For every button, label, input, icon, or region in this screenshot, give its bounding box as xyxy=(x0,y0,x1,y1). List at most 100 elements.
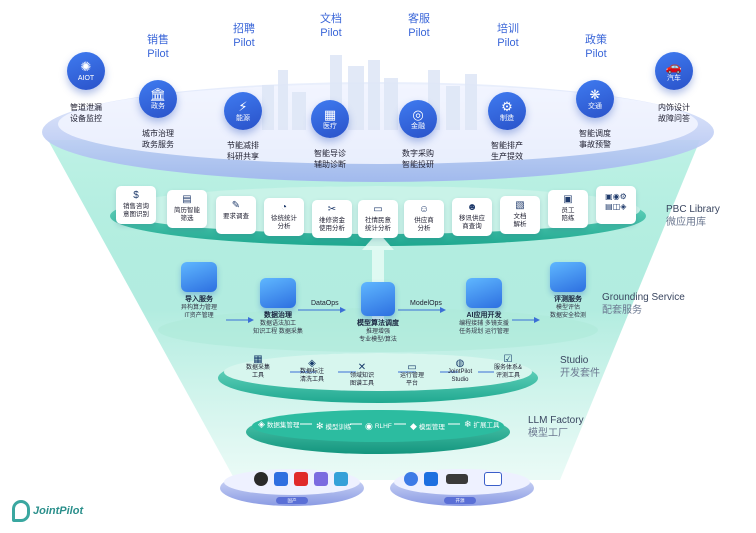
car-icon[interactable]: 🚗汽车 xyxy=(655,52,693,90)
import-service[interactable]: 导入服务 异构算力管理 IT资产管理 xyxy=(163,262,235,320)
pbc-card[interactable]: ▧文档 解析 xyxy=(500,196,540,234)
studio-item[interactable]: ☑服务体系& 评测工具 xyxy=(488,354,528,380)
layers-icon: ◈ xyxy=(258,418,265,429)
data-icon: ▦ xyxy=(253,354,263,365)
pbc-card[interactable]: $销售咨询 意图识别 xyxy=(116,186,156,224)
supplier-icon: ☺ xyxy=(418,204,430,215)
document-icon: ▧ xyxy=(515,200,525,211)
resume-icon: ▤ xyxy=(182,194,192,205)
studio-item[interactable]: ◈数据标注 清洗工具 xyxy=(292,358,332,384)
survey-icon: ✎ xyxy=(231,200,241,211)
flow-arrows xyxy=(226,307,540,425)
model-scheduling-icon xyxy=(361,282,395,316)
pbc-card[interactable]: ☻移讯供应 商查询 xyxy=(452,198,492,236)
vendor-logo xyxy=(404,472,418,486)
extend-icon: ❄ xyxy=(464,418,472,429)
vendor-logo xyxy=(294,472,308,486)
vendor-logo xyxy=(424,472,438,486)
llm-item[interactable]: ◈数据集管理 xyxy=(258,418,300,430)
studio-item[interactable]: ◍JointPilot Studio xyxy=(440,358,480,384)
ai-app-dev-service[interactable]: AI应用开发 编程接辅 多镜支援 任务规划 运行管理 xyxy=(444,278,524,336)
tools-icon: ✂ xyxy=(327,204,337,215)
llm-item[interactable]: ✻模型训练 xyxy=(316,420,352,432)
brand-mark-icon xyxy=(12,500,30,522)
vendor-logo xyxy=(446,474,468,484)
pbc-card[interactable]: ▣员工 陪练 xyxy=(548,190,588,228)
finance-caption: 数字采购 智能投研 xyxy=(402,149,434,169)
studio-item[interactable]: ▦数据采集 工具 xyxy=(238,354,278,380)
pbc-card[interactable]: ▤简历智能 筛选 xyxy=(167,190,207,228)
service-pilot-label: 客服 Pilot xyxy=(408,13,430,39)
vendor-logo xyxy=(334,472,348,486)
hospital-caption: 智能导诊 辅助诊断 xyxy=(314,149,346,169)
data-governance-service[interactable]: 数据治理 数据语法加工 知识工程 数据采集 xyxy=(240,278,316,336)
import-icon xyxy=(181,262,217,292)
train-icon: ✻ xyxy=(316,420,324,431)
pbc-card[interactable]: ✎要求调查 xyxy=(216,196,256,234)
domestic-pill: 国产 xyxy=(276,497,308,504)
energy-icon[interactable]: ⚡能源 xyxy=(224,92,262,130)
evaluate-icon: ☑ xyxy=(503,354,513,365)
pbc-card[interactable]: ▭社情民意 统计分析 xyxy=(358,200,398,238)
studio-icon: ◍ xyxy=(455,358,465,369)
government-icon[interactable]: 🏛政务 xyxy=(139,80,177,118)
government-caption: 城市治理 政务服务 xyxy=(142,129,174,149)
modelops-label: ModelOps xyxy=(410,300,442,307)
central-arrow xyxy=(362,232,394,320)
traffic-icon[interactable]: ❋交通 xyxy=(576,80,614,118)
pbc-card[interactable]: ☺供应商 分析 xyxy=(404,200,444,238)
aiot-caption: 管道泄漏 设备监控 xyxy=(70,103,102,123)
vendor-logo xyxy=(484,472,502,486)
coach-icon: ▣ xyxy=(563,194,573,205)
opensource-pill: 开源 xyxy=(444,497,476,504)
model-scheduling-service[interactable]: 模型算法调度 推理增强 专业模型/算法 xyxy=(342,282,414,344)
evaluation-icon xyxy=(550,262,586,292)
sales-pilot-label: 销售 Pilot xyxy=(147,34,169,60)
llm-item[interactable]: ◉RLHF xyxy=(365,420,392,431)
vendor-logo xyxy=(254,472,268,486)
vendor-logo xyxy=(274,472,288,486)
model-icon: ◆ xyxy=(410,420,417,431)
vendor-logo xyxy=(314,472,328,486)
data-governance-icon xyxy=(260,278,296,308)
studio-item[interactable]: ✕领域知识 图谱工具 xyxy=(342,362,382,388)
studio-item[interactable]: ▭运行管理 平台 xyxy=(392,362,432,388)
training-pilot-label: 培训 Pilot xyxy=(497,23,519,49)
llm-item[interactable]: ◆模型管理 xyxy=(410,420,445,432)
dollar-icon: $ xyxy=(133,190,139,201)
car-caption: 内饰设计 故障问答 xyxy=(658,103,690,123)
more-apps-icon: ▣◉⚙▤◫◈ xyxy=(605,192,627,211)
llm-item[interactable]: ❄扩展工具 xyxy=(464,418,500,430)
monitor-icon: ▭ xyxy=(407,362,417,373)
brand-logo: JointPilot xyxy=(12,500,83,522)
brain-icon: ◉ xyxy=(365,420,373,431)
pbc-more-card[interactable]: ▣◉⚙▤◫◈ xyxy=(596,186,636,224)
finance-icon[interactable]: ◎金融 xyxy=(399,100,437,138)
evaluation-service[interactable]: 评测服务 模型评估 数据安全检测 xyxy=(532,262,604,320)
ai-app-dev-icon xyxy=(466,278,502,308)
policy-pilot-label: 政策 Pilot xyxy=(585,34,607,60)
dataops-label: DataOps xyxy=(311,300,339,307)
graph-icon: ✕ xyxy=(357,362,367,373)
hiring-pilot-label: 招聘 Pilot xyxy=(233,23,255,49)
network-icon[interactable]: ✺AIOT xyxy=(67,52,105,90)
manufacturing-caption: 智能排产 生产提效 xyxy=(491,141,523,161)
pie-chart-icon: ◔ xyxy=(280,202,288,213)
users-icon: ☻ xyxy=(466,202,478,213)
document-pilot-label: 文档 Pilot xyxy=(320,13,342,39)
pbc-card[interactable]: ✂维修资金 使用分析 xyxy=(312,200,352,238)
traffic-caption: 智能调度 事故预警 xyxy=(579,129,611,149)
hospital-icon[interactable]: ▦医疗 xyxy=(311,100,349,138)
manufacturing-icon[interactable]: ⚙制造 xyxy=(488,92,526,130)
pbc-card[interactable]: ◔徐统统计 分析 xyxy=(264,198,304,236)
city-skyline xyxy=(262,55,477,130)
chat-icon: ▭ xyxy=(373,204,383,215)
energy-caption: 节能减排 科研共享 xyxy=(227,141,259,161)
tag-icon: ◈ xyxy=(308,358,316,369)
